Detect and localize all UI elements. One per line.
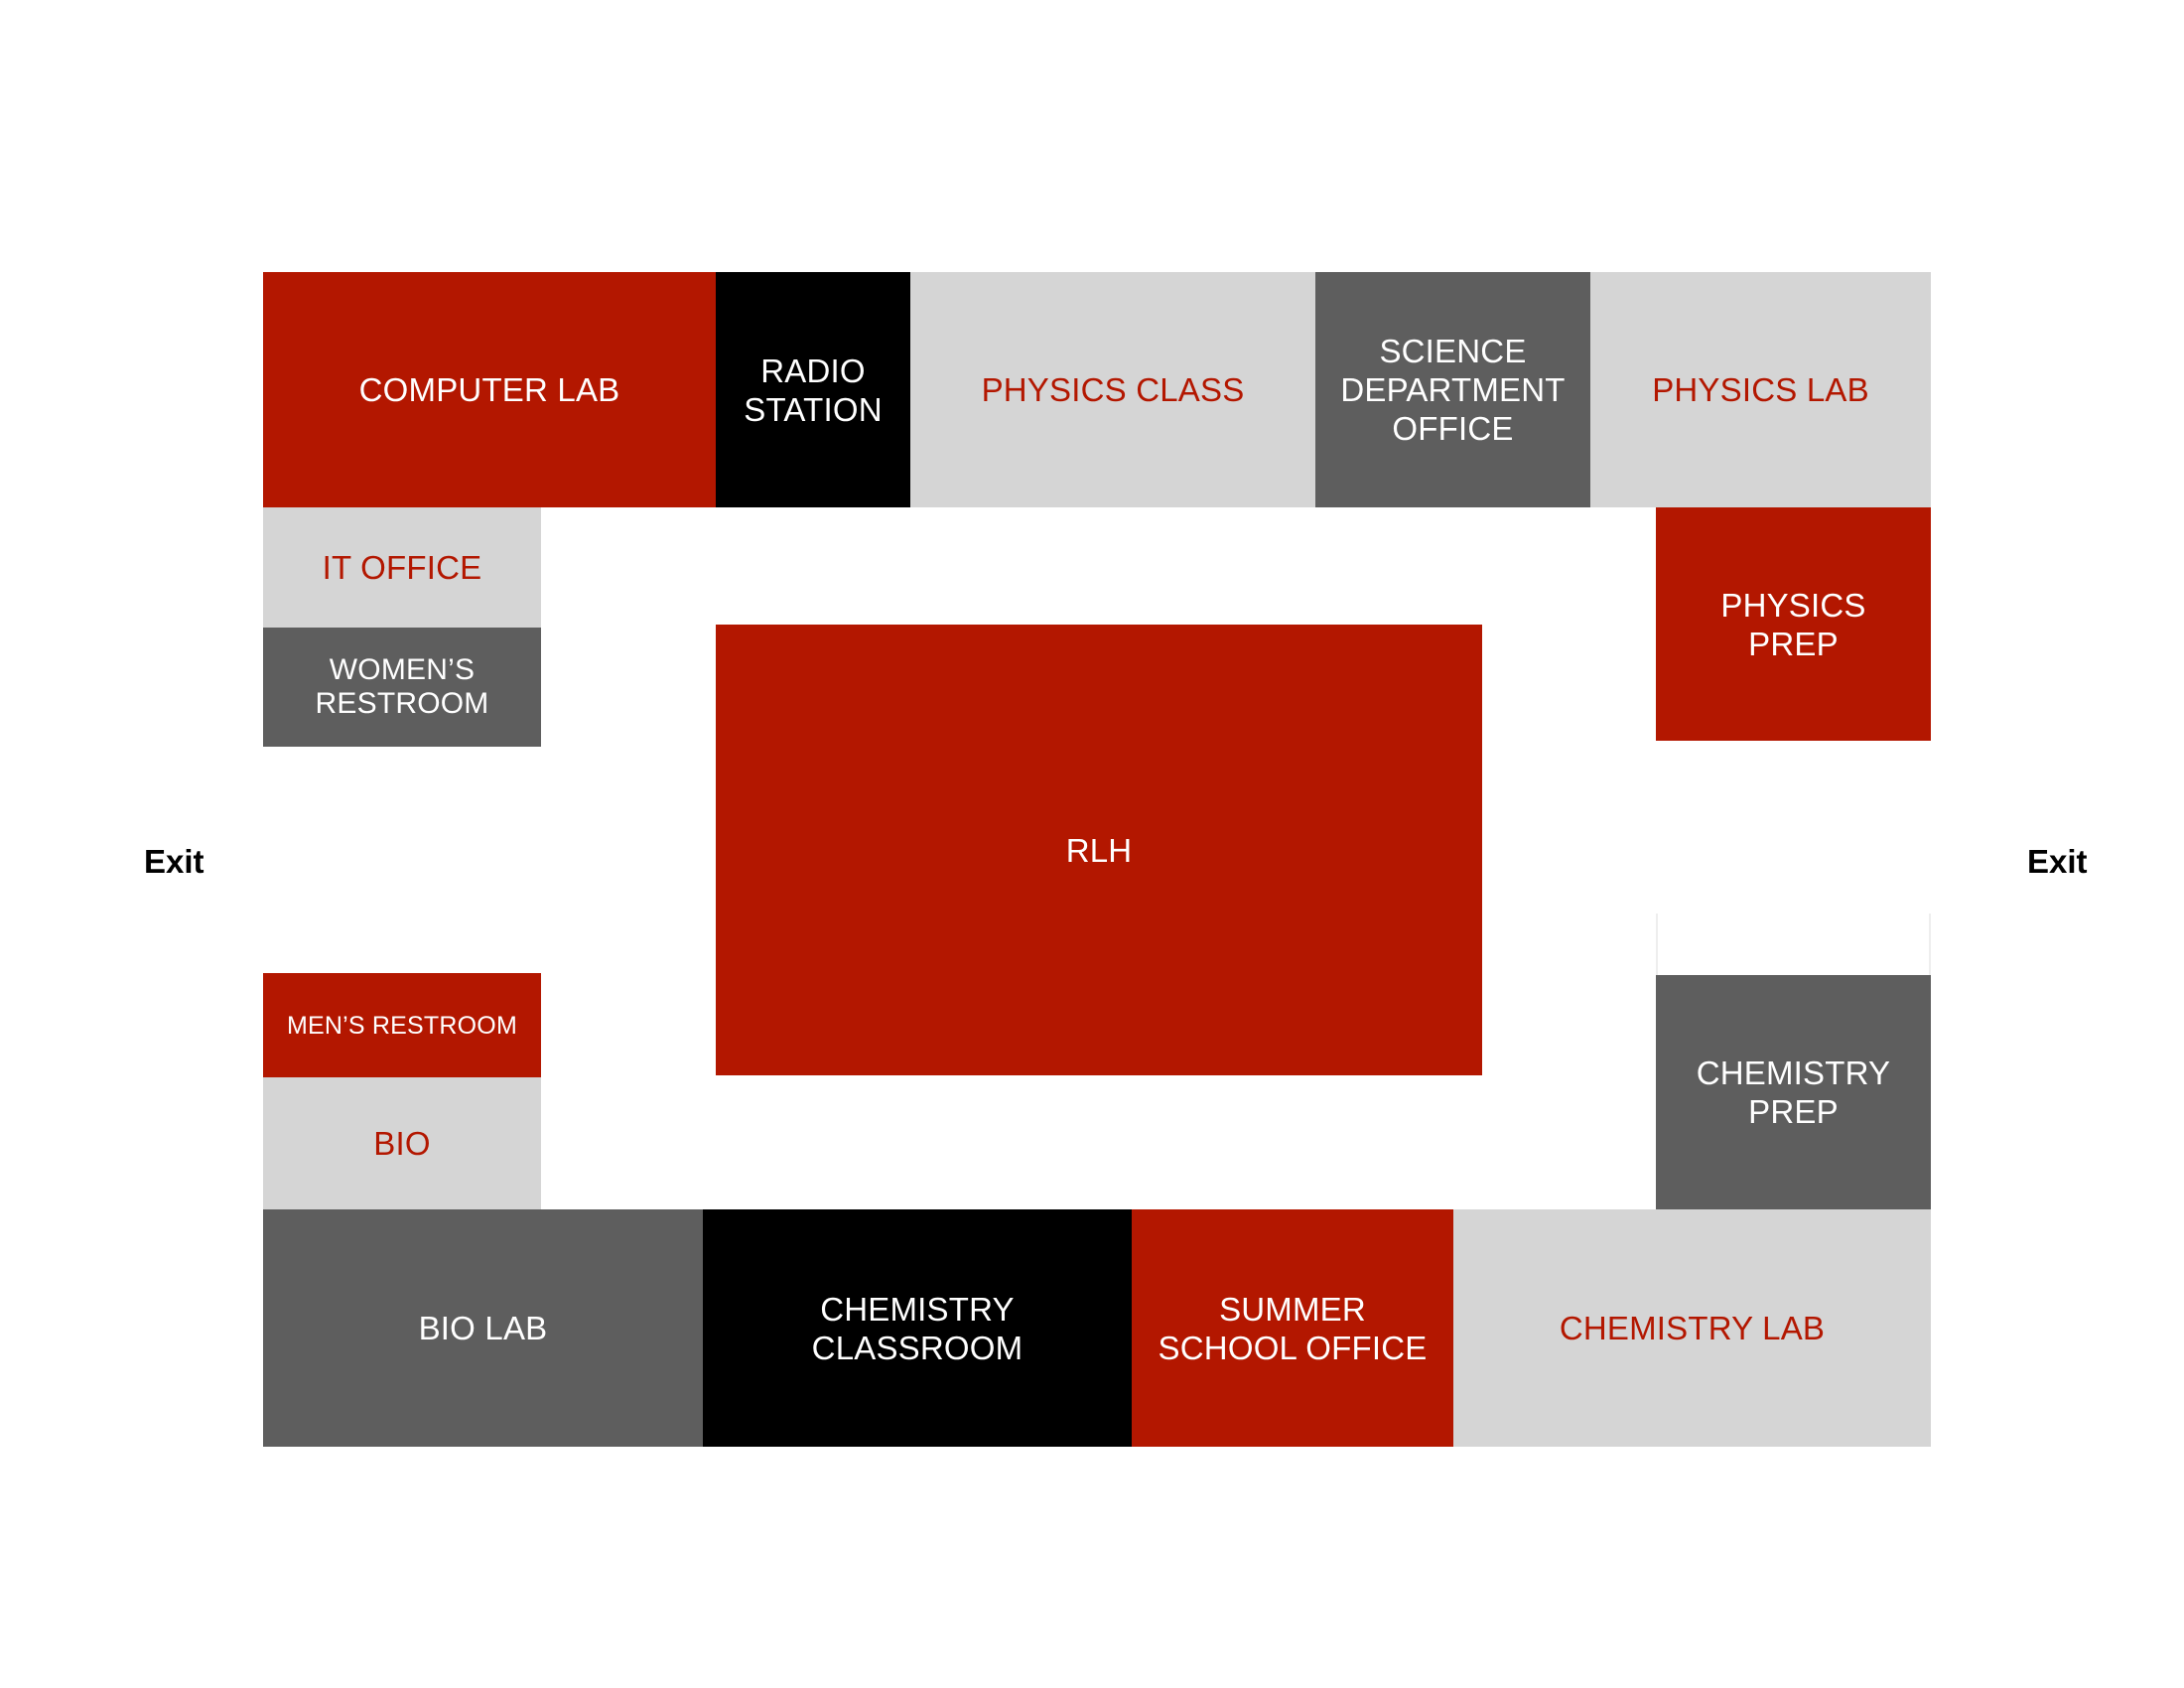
room-physics-lab: PHYSICS LAB xyxy=(1590,272,1931,507)
room-science-department-office: SCIENCE DEPARTMENT OFFICE xyxy=(1315,272,1590,507)
room-computer-lab: COMPUTER LAB xyxy=(263,272,716,507)
room-bio-lab: BIO LAB xyxy=(263,1209,703,1447)
room-womens-restroom: WOMEN’S RESTROOM xyxy=(263,628,541,747)
wall-divider-right xyxy=(1929,914,1931,975)
room-radio-station: RADIO STATION xyxy=(716,272,910,507)
room-summer-school-office: SUMMER SCHOOL OFFICE xyxy=(1132,1209,1453,1447)
room-chemistry-lab: CHEMISTRY LAB xyxy=(1453,1209,1931,1447)
wall-divider-left xyxy=(1656,914,1658,975)
room-rlh: RLH xyxy=(716,625,1482,1075)
room-chemistry-classroom: CHEMISTRY CLASSROOM xyxy=(703,1209,1132,1447)
room-mens-restroom: MEN’S RESTROOM xyxy=(263,973,541,1077)
room-it-office: IT OFFICE xyxy=(263,507,541,628)
room-physics-prep: PHYSICS PREP xyxy=(1656,507,1931,741)
room-bio: BIO xyxy=(263,1077,541,1209)
exit-right-label: Exit xyxy=(2027,843,2088,880)
exit-left-label: Exit xyxy=(144,843,205,880)
room-chemistry-prep: CHEMISTRY PREP xyxy=(1656,975,1931,1209)
room-physics-class: PHYSICS CLASS xyxy=(910,272,1315,507)
